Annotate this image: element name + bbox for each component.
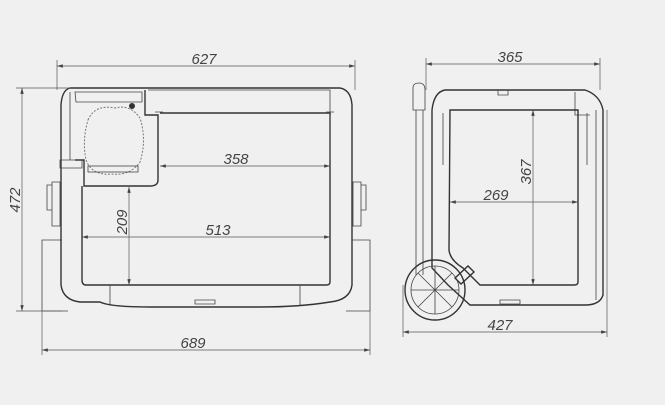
vent-detail [59, 159, 83, 169]
side-view: 365 367 269 427 [402, 49, 608, 337]
ext-lines-689 [41, 311, 371, 355]
wheel-spokes [411, 266, 459, 314]
side-inner-compartment [448, 109, 579, 286]
telescopic-handle [412, 82, 426, 275]
compressor-mount [87, 165, 139, 173]
compressor-top-box [74, 91, 143, 103]
lid-line [69, 89, 331, 160]
compressor-compartment [75, 90, 159, 187]
left-handle [46, 181, 61, 227]
dim-body-depth: 365 [497, 49, 523, 66]
front-view: 627 472 358 513 209 689 [7, 51, 371, 355]
dim-inner-lower-width: 513 [205, 222, 231, 239]
ext-lines-472 [16, 87, 70, 312]
drain-valve-icon [453, 265, 476, 285]
front-body-outline [60, 87, 353, 308]
side-wall-lines [442, 110, 597, 300]
dim-overall-width: 627 [191, 51, 217, 68]
side-body-outline [431, 89, 604, 306]
right-handle [352, 181, 367, 227]
dim-overall-depth-with-wheels: 427 [487, 317, 513, 334]
dim-inner-upper-width: 358 [223, 151, 249, 168]
inner-lip [155, 111, 334, 160]
lid-latch [497, 90, 590, 116]
bottom-feet [109, 285, 301, 305]
dim-inner-lower-depth: 209 [114, 209, 131, 236]
front-inner-compartment [81, 112, 331, 286]
compressor-icon [83, 106, 144, 175]
side-bottom-foot [499, 299, 521, 305]
left-base-foot [41, 239, 68, 312]
dim-overall-width-with-handles: 689 [180, 335, 206, 352]
dim-overall-height: 472 [7, 187, 24, 213]
wheel-icon [404, 259, 466, 321]
dim-inner-height: 367 [518, 159, 535, 185]
ext-lines-427 [402, 110, 608, 337]
connector-icon [129, 103, 135, 109]
dim-inner-depth: 269 [482, 187, 509, 204]
right-base-foot [346, 239, 371, 312]
